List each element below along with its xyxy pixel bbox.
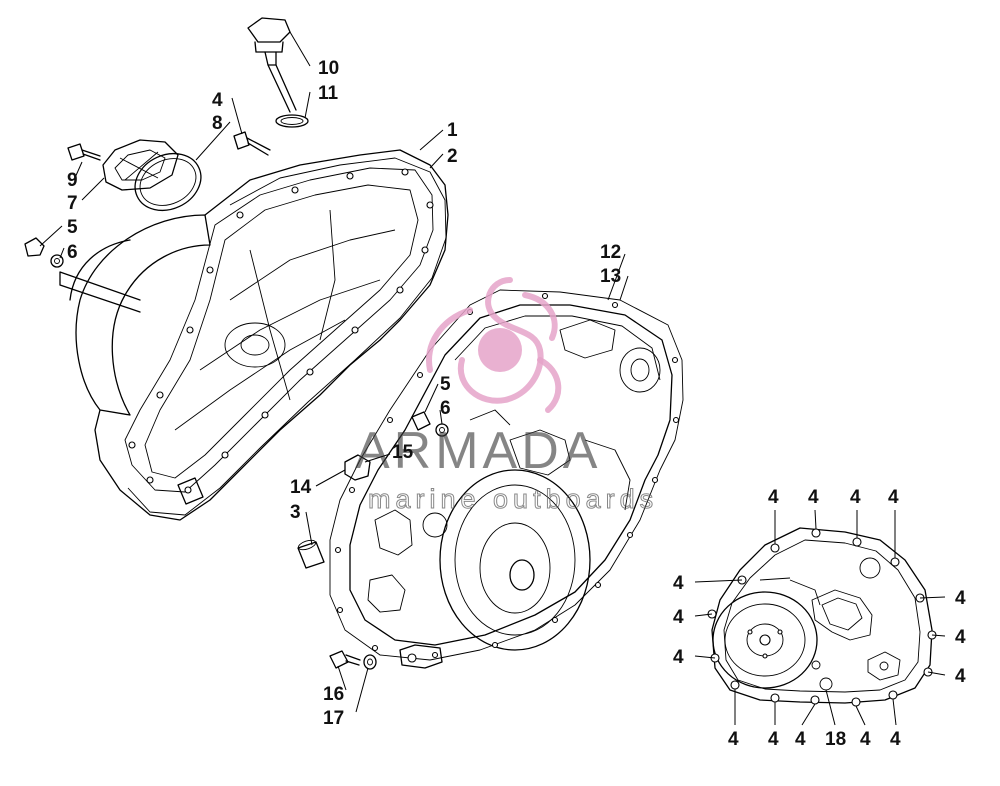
callout-8: 8: [212, 113, 223, 134]
callout-4-rt4: 4: [888, 487, 899, 508]
callout-6-left: 6: [67, 242, 78, 263]
callout-5-left: 5: [67, 217, 78, 238]
callout-15: 15: [392, 442, 414, 463]
clutch-cover-outer: [59, 149, 449, 521]
callout-4-rl3: 4: [673, 647, 684, 668]
callout-4-rl1: 4: [673, 573, 684, 594]
callout-4-rr1: 4: [955, 588, 966, 609]
callout-4-rt3: 4: [850, 487, 861, 508]
callout-4-rl2: 4: [673, 607, 684, 628]
callout-12: 12: [600, 242, 621, 263]
callout-4-rb1: 4: [728, 729, 739, 750]
callout-18: 18: [825, 729, 846, 750]
callout-14: 14: [290, 477, 312, 498]
watermark-brand: ARMADA: [355, 422, 601, 480]
callout-4-rb5: 4: [890, 729, 901, 750]
callout-9: 9: [67, 170, 78, 191]
callout-3: 3: [290, 502, 301, 523]
callout-4-rr3: 4: [955, 666, 966, 687]
callout-11: 11: [318, 83, 339, 104]
dipstick-assembly: [247, 17, 309, 128]
callout-10: 10: [318, 58, 339, 79]
armada-watermark: ARMADA marine outboards: [355, 277, 658, 515]
clutch-cover-inner: [329, 289, 684, 669]
callout-labels: 10 11 4 8 1 2 9 7 5 6 12 13 5 6 15 14 3 …: [67, 58, 966, 750]
callout-7: 7: [67, 193, 78, 214]
gasket-outer-cover: [127, 157, 447, 516]
callout-4-rb3: 4: [795, 729, 806, 750]
armada-logo-mark: [426, 277, 562, 413]
center-small-parts: [297, 411, 449, 670]
callout-4-rb2: 4: [768, 729, 779, 750]
callout-16: 16: [323, 684, 344, 705]
callout-4-rb4: 4: [860, 729, 871, 750]
watermark-tagline: marine outboards: [368, 484, 658, 514]
callout-5-center: 5: [440, 374, 451, 395]
callout-6-center: 6: [440, 398, 451, 419]
callout-4-top: 4: [212, 90, 223, 111]
small-cover-right: [707, 527, 937, 707]
inspection-cover-parts: [24, 131, 271, 268]
callout-2: 2: [447, 146, 458, 167]
callout-4-rt2: 4: [808, 487, 819, 508]
callout-13: 13: [600, 266, 621, 287]
leader-lines: [39, 31, 946, 726]
callout-4-rt1: 4: [768, 487, 779, 508]
callout-17: 17: [323, 708, 344, 729]
callout-1: 1: [447, 120, 458, 141]
callout-4-rr2: 4: [955, 627, 966, 648]
